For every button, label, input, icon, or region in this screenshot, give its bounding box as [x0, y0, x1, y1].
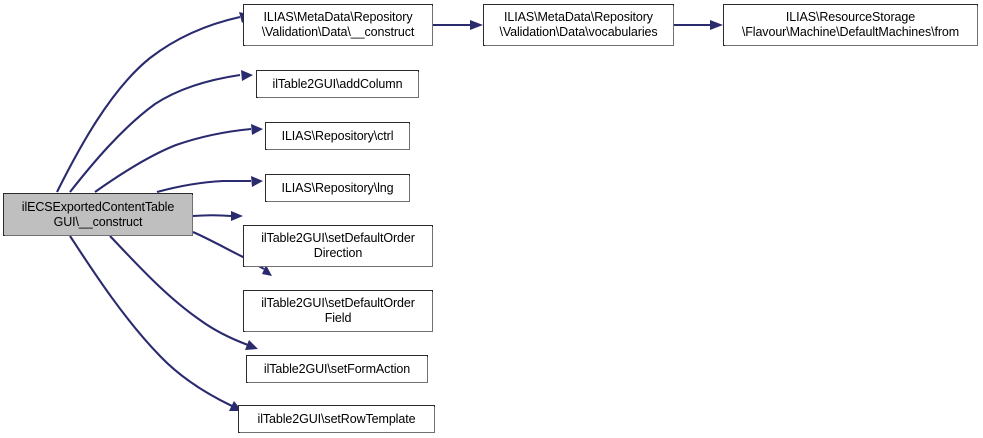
edge-root-to-addcolumn [69, 70, 253, 193]
node-ilias-metadata-repository-validation-data-vocabularies[interactable]: ILIAS\MetaData\Repository \Validation\Da… [483, 4, 674, 46]
edge-mdvd-construct-to-vocabularies [433, 20, 483, 30]
edge-root-to-setdefaultorderdirection [192, 211, 243, 221]
edge-vocabularies-to-defaultmachines-from [674, 20, 723, 30]
node-root-ilecsexportedcontenttablegui-construct[interactable]: ilECSExportedContentTable GUI\__construc… [3, 193, 193, 236]
node-ilias-resourcestorage-flavour-machine-defaultmachines-from[interactable]: ILIAS\ResourceStorage \Flavour\Machine\D… [723, 4, 978, 46]
node-ilias-metadata-repository-validation-data-construct[interactable]: ILIAS\MetaData\Repository \Validation\Da… [243, 4, 433, 46]
node-iltable2gui-setformaction[interactable]: ilTable2GUI\setFormAction [246, 355, 428, 383]
node-iltable2gui-setrowtemplate[interactable]: ilTable2GUI\setRowTemplate [238, 405, 435, 433]
edge-root-to-setformaction [109, 235, 258, 350]
node-iltable2gui-addcolumn[interactable]: ilTable2GUI\addColumn [256, 70, 419, 98]
edge-root-to-ctrl [94, 124, 263, 193]
node-iltable2gui-setdefaultorderdirection[interactable]: ilTable2GUI\setDefaultOrder Direction [243, 225, 433, 267]
node-iltable2gui-setdefaultorderfield[interactable]: ilTable2GUI\setDefaultOrder Field [243, 290, 433, 332]
node-ilias-repository-lng[interactable]: ILIAS\Repository\lng [265, 174, 410, 202]
node-ilias-repository-ctrl[interactable]: ILIAS\Repository\ctrl [265, 122, 410, 150]
edge-root-to-setrowtemplate [69, 235, 242, 411]
edge-root-to-lng [156, 176, 263, 194]
edge-root-to-mdvd-construct [56, 12, 252, 193]
